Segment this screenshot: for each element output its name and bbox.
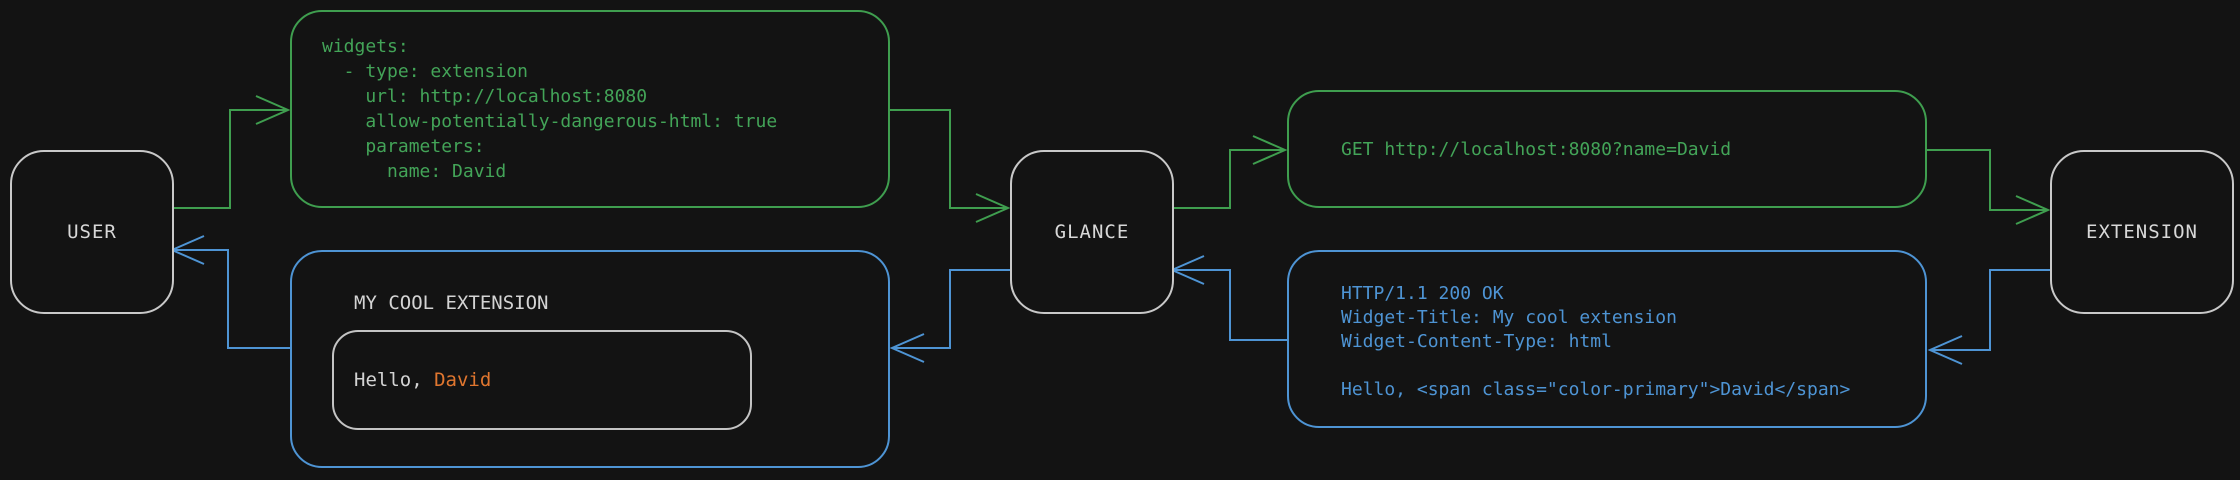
node-glance: GLANCE bbox=[1010, 150, 1174, 314]
arrow-glance-to-request bbox=[1170, 135, 1288, 209]
http-request-code: GET http://localhost:8080?name=David bbox=[1341, 138, 1732, 160]
rendered-widget-box: MY COOL EXTENSION Hello, David bbox=[290, 250, 890, 468]
arrow-widget-to-user bbox=[169, 235, 290, 349]
widget-title: MY COOL EXTENSION bbox=[354, 292, 549, 314]
arrow-config-to-glance bbox=[890, 109, 1011, 223]
config-yaml-box: widgets: - type: extension url: http://l… bbox=[290, 10, 890, 208]
node-user-label: USER bbox=[67, 221, 117, 243]
widget-hello-text: Hello, bbox=[354, 369, 435, 391]
arrow-extension-to-response bbox=[1927, 269, 2050, 365]
arrow-glance-to-widget bbox=[889, 269, 1010, 363]
node-extension-label: EXTENSION bbox=[2086, 221, 2198, 243]
http-request-box: GET http://localhost:8080?name=David bbox=[1287, 90, 1927, 208]
widget-hello-name: David bbox=[434, 369, 492, 391]
widget-content-box: Hello, David bbox=[332, 330, 752, 430]
node-glance-label: GLANCE bbox=[1054, 221, 1130, 243]
arrow-user-to-config bbox=[170, 95, 291, 209]
config-yaml-code: widgets: - type: extension url: http://l… bbox=[322, 36, 778, 182]
node-extension: EXTENSION bbox=[2050, 150, 2234, 314]
http-response-box: HTTP/1.1 200 OK Widget-Title: My cool ex… bbox=[1287, 250, 1927, 428]
arrow-request-to-extension bbox=[1926, 149, 2051, 225]
node-user: USER bbox=[10, 150, 174, 314]
http-response-code: HTTP/1.1 200 OK Widget-Title: My cool ex… bbox=[1341, 283, 1851, 400]
arrow-response-to-glance bbox=[1169, 255, 1287, 341]
